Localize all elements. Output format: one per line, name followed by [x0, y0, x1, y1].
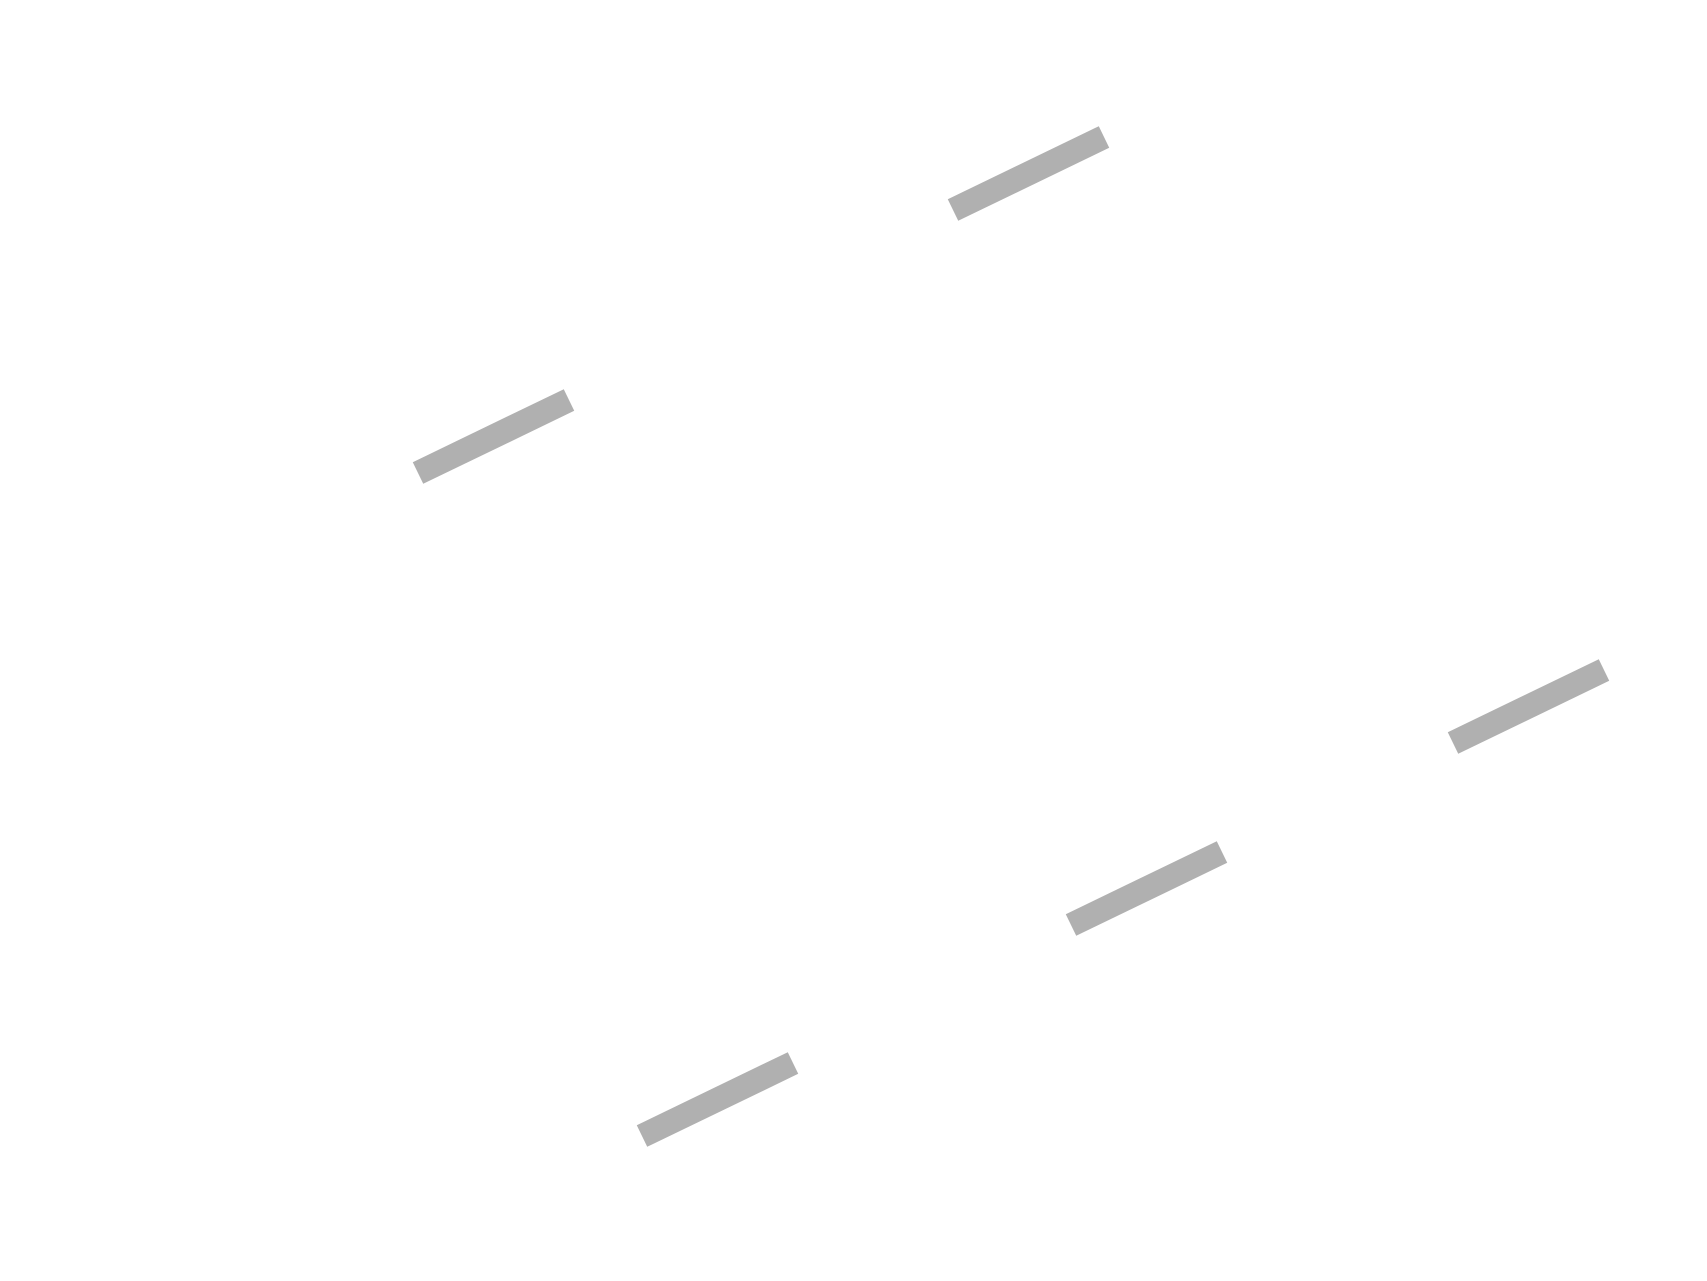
- dash-top-center: [947, 126, 1110, 221]
- dash-lower-center: [1065, 841, 1228, 936]
- dash-left: [412, 389, 575, 484]
- dash-group: [412, 126, 1610, 1147]
- dash-right: [1447, 659, 1610, 754]
- dash-bottom-left: [636, 1052, 799, 1147]
